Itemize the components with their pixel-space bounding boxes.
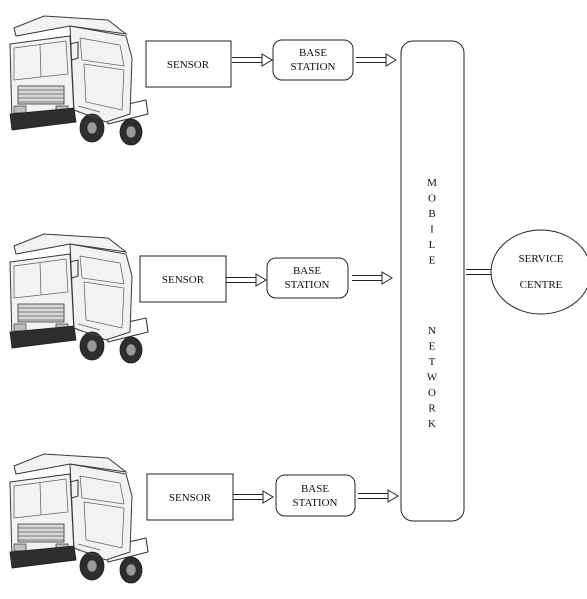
service-centre-circle: [491, 230, 587, 314]
base-station-label-line2: STATION: [291, 61, 336, 73]
truck-icon: [10, 234, 148, 363]
truck-icon: [10, 16, 148, 145]
base-station-label-line1: BASE: [301, 483, 329, 495]
double-arrow-icon: [352, 272, 392, 284]
row-3: SENSOR BASE STATION: [10, 454, 398, 583]
double-arrow-icon: [233, 491, 273, 503]
double-arrow-icon: [232, 54, 272, 66]
sensor-label: SENSOR: [167, 59, 210, 71]
base-station-box: [267, 258, 348, 298]
double-arrow-icon: [356, 54, 396, 66]
truck-icon: [10, 454, 148, 583]
base-station-label-line2: STATION: [285, 279, 330, 291]
sensor-label: SENSOR: [169, 492, 212, 504]
base-station-label-line1: BASE: [299, 47, 327, 59]
base-station-label-line2: STATION: [293, 497, 338, 509]
row-2: SENSOR BASE STATION: [10, 234, 392, 363]
service-centre-label-line1: SERVICE: [519, 253, 564, 265]
base-station-box: [273, 40, 353, 80]
service-centre-label-line2: CENTRE: [520, 279, 563, 291]
mobile-network-box: [401, 41, 464, 521]
row-1: SENSOR BASE STATION: [10, 16, 396, 145]
double-arrow-icon: [226, 274, 266, 286]
base-station-label-line1: BASE: [293, 265, 321, 277]
base-station-box: [276, 475, 355, 516]
sensor-label: SENSOR: [162, 274, 205, 286]
double-arrow-icon: [358, 490, 398, 502]
service-centre: SERVICE CENTRE: [491, 230, 587, 314]
